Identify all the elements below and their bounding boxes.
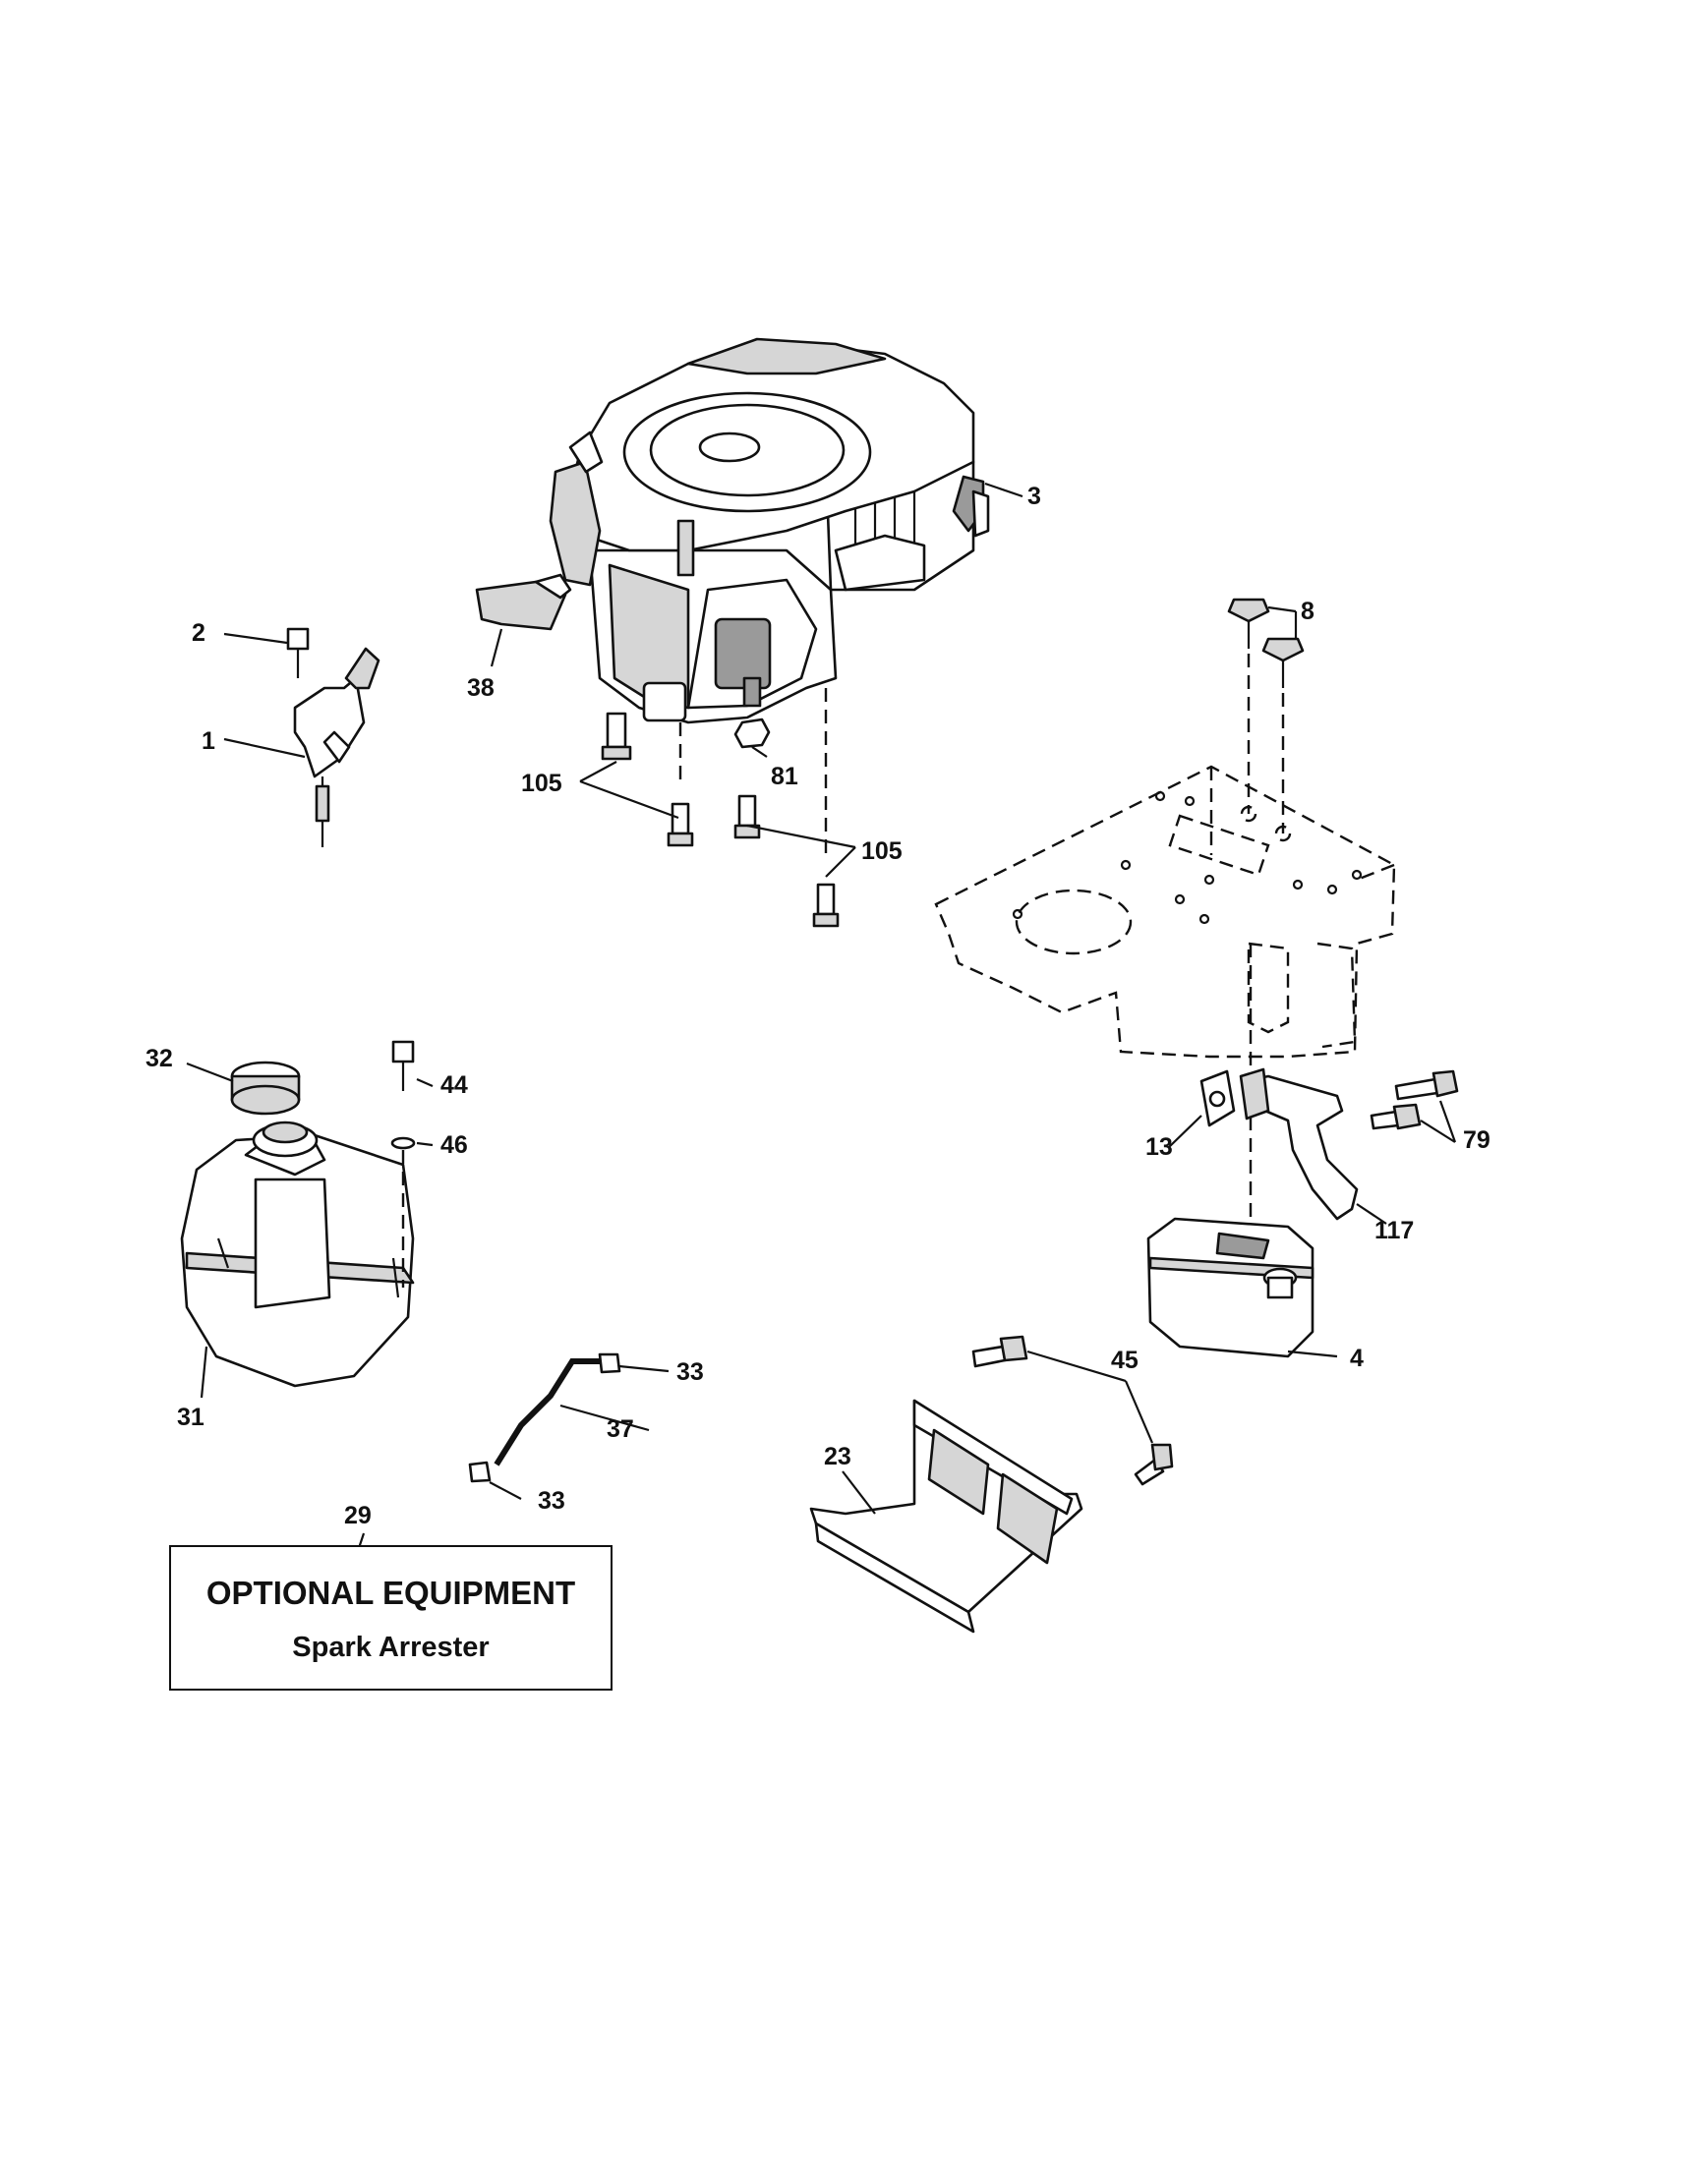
muffler-group	[1146, 944, 1459, 1358]
chassis-frame	[934, 765, 1396, 1059]
callout-2: 2	[192, 619, 205, 647]
leader-lines	[186, 482, 1457, 1549]
callout-79: 79	[1463, 1126, 1490, 1154]
fuel-tank	[180, 1040, 416, 1388]
callout-38: 38	[467, 674, 495, 702]
engine-bolts	[601, 688, 840, 928]
callout-13: 13	[1145, 1133, 1173, 1161]
callout-31: 31	[177, 1404, 204, 1431]
callout-29: 29	[344, 1502, 372, 1529]
callout-8: 8	[1301, 598, 1314, 625]
callout-46: 46	[440, 1131, 468, 1159]
fuel-line	[468, 1352, 621, 1483]
callout-4: 4	[1350, 1345, 1364, 1372]
callout-117: 117	[1374, 1217, 1414, 1244]
optional-equipment-box: OPTIONAL EQUIPMENT Spark Arrester	[169, 1545, 613, 1691]
throttle-bracket	[286, 627, 380, 847]
callout-45: 45	[1111, 1347, 1139, 1374]
callout-33-top: 33	[676, 1358, 704, 1386]
callout-23: 23	[824, 1443, 851, 1470]
optional-equipment-subtitle: Spark Arrester	[292, 1632, 490, 1663]
callout-1: 1	[202, 727, 215, 755]
callout-32: 32	[146, 1045, 173, 1072]
callout-37: 37	[607, 1415, 634, 1443]
callout-105-right: 105	[861, 837, 903, 865]
callout-81: 81	[771, 763, 798, 790]
optional-equipment-title: OPTIONAL EQUIPMENT	[205, 1575, 576, 1611]
heat-shield	[809, 1335, 1174, 1634]
frame-bolts-8	[1227, 598, 1305, 833]
callout-3: 3	[1027, 483, 1041, 510]
callout-44: 44	[440, 1071, 468, 1099]
bracket-38	[475, 573, 572, 631]
engine	[549, 337, 990, 724]
callout-105-left: 105	[521, 770, 562, 797]
callout-33-bottom: 33	[538, 1487, 565, 1515]
